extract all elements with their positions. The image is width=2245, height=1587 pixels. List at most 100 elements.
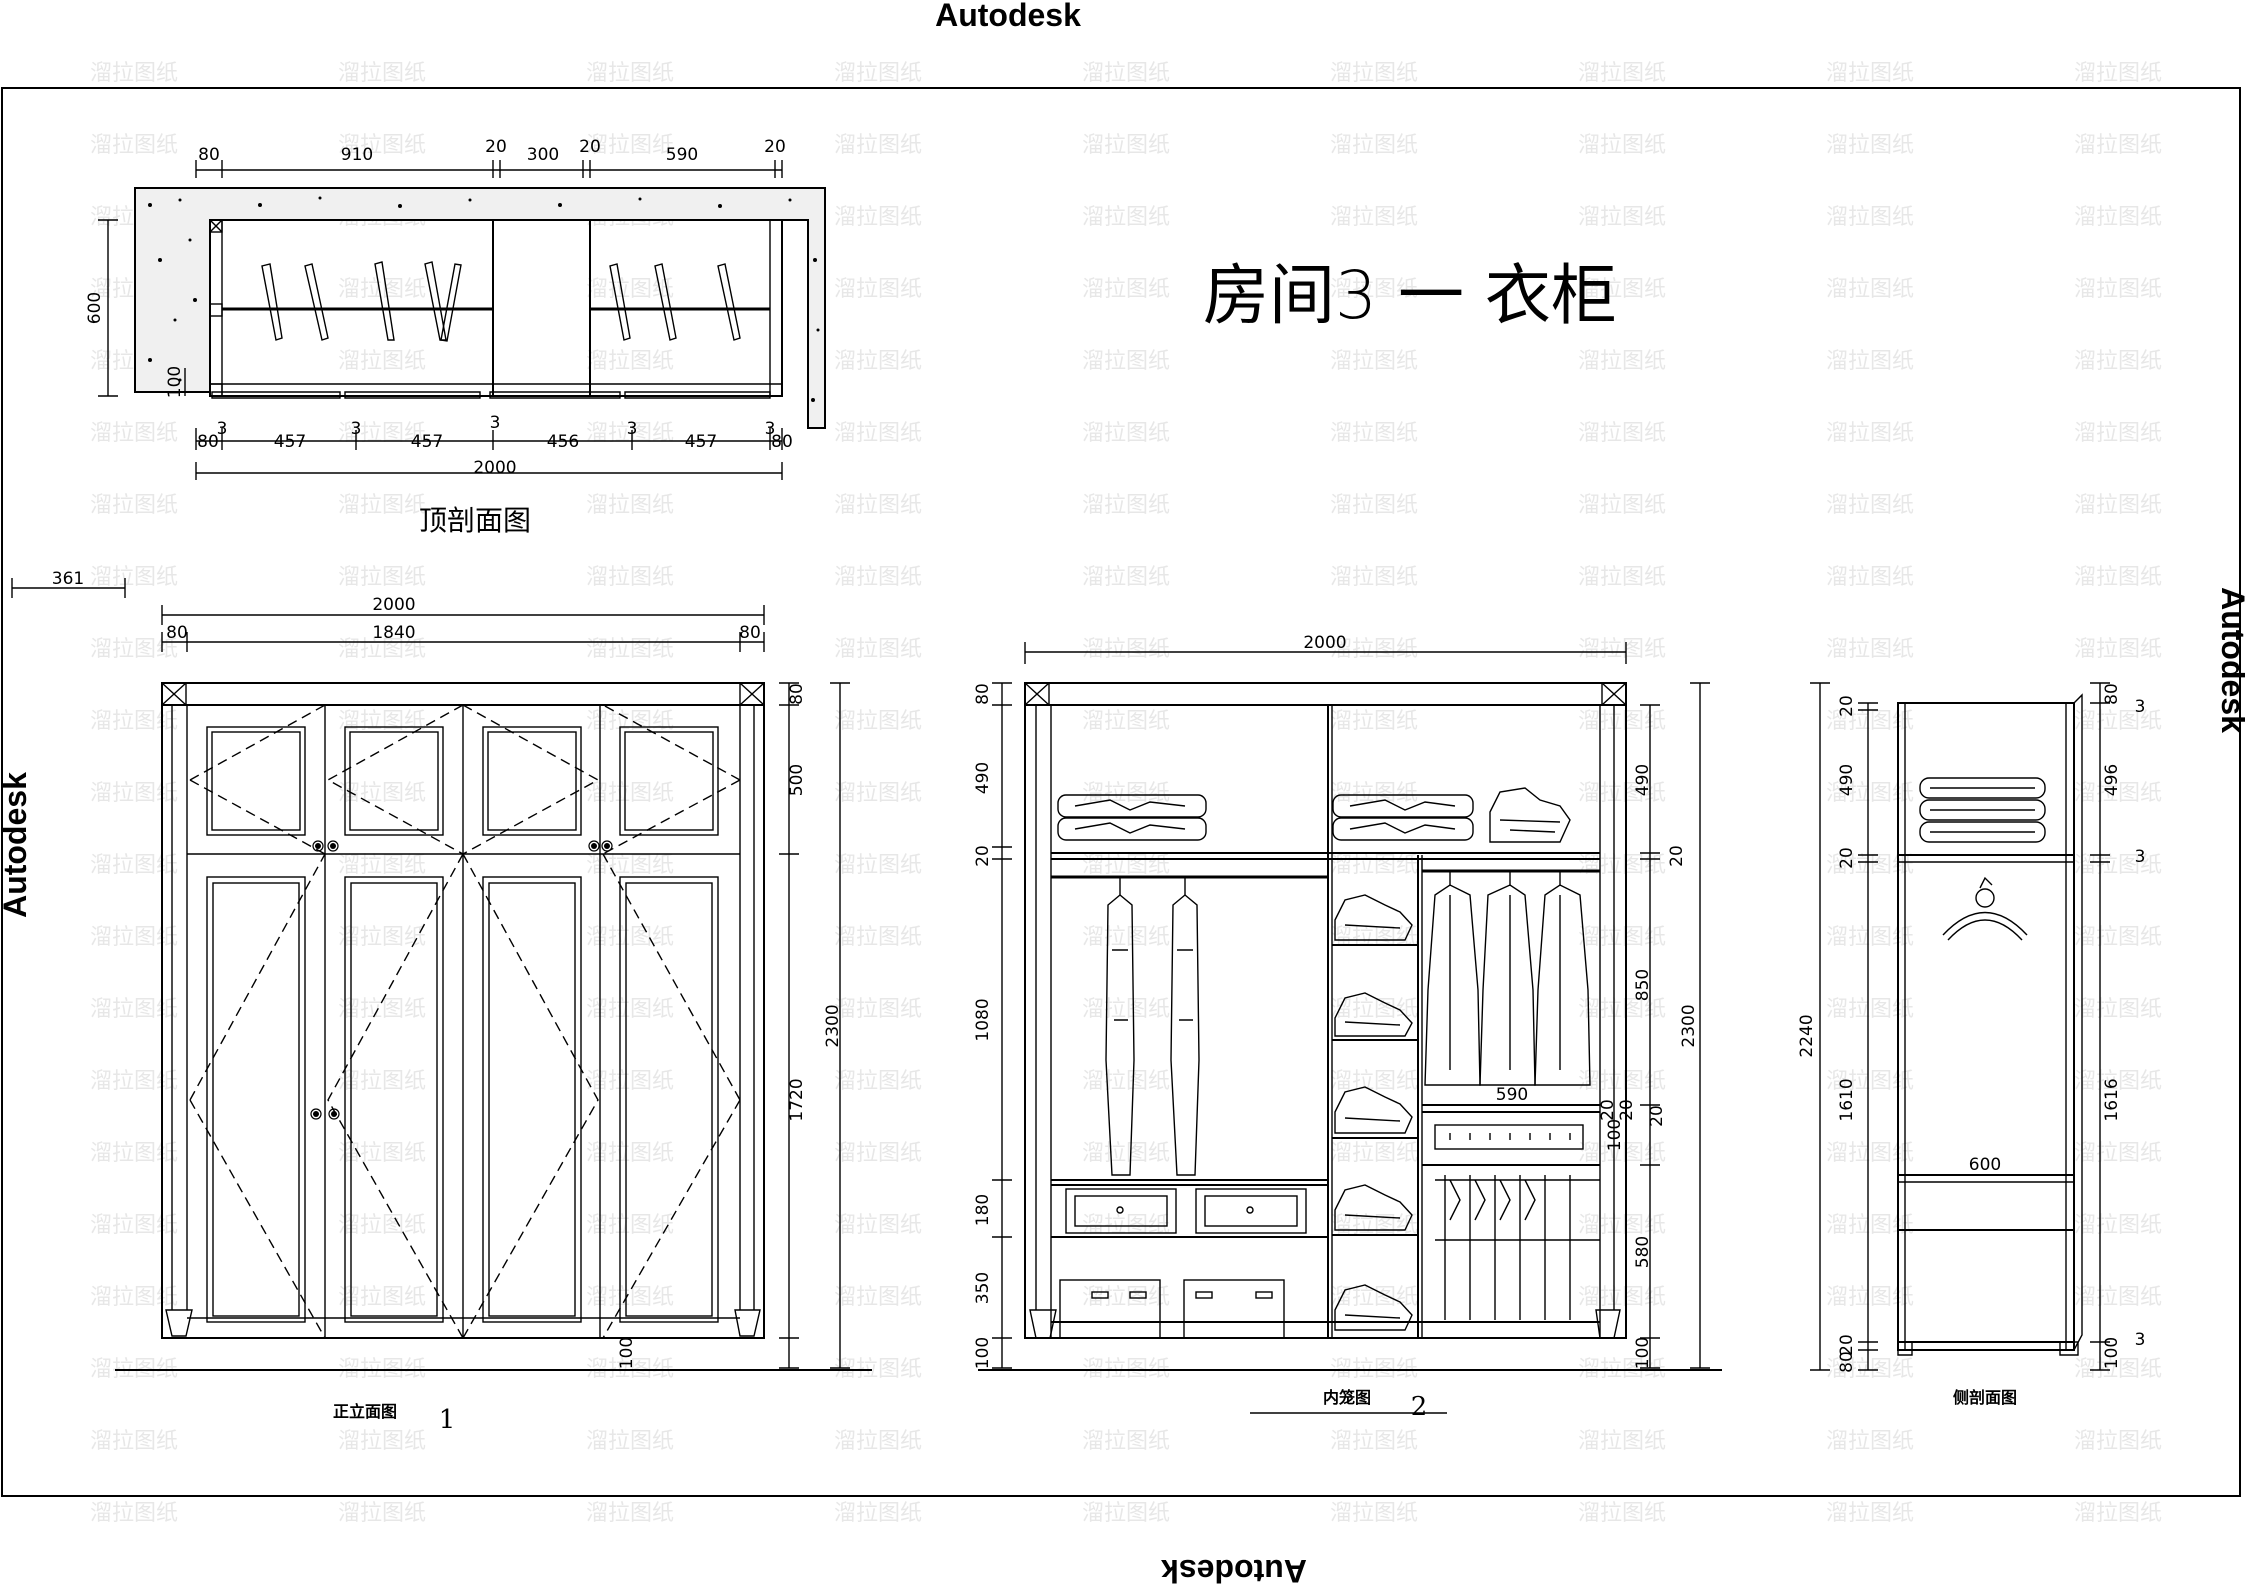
watermark-text: 溜拉图纸 (586, 565, 674, 590)
watermark-text: 溜拉图纸 (1578, 997, 1666, 1022)
plan-gap-3: 3 (627, 419, 638, 439)
interior-width: 2000 (1303, 633, 1346, 653)
front-caption: 正立面图 (333, 1402, 397, 1421)
watermark-text: 溜拉图纸 (2074, 1141, 2162, 1166)
watermark-text: 溜拉图纸 (338, 349, 426, 374)
watermark-text: 溜拉图纸 (2074, 853, 2162, 878)
side-caption: 侧剖面图 (1953, 1388, 2017, 1407)
watermark-text: 溜拉图纸 (338, 493, 426, 518)
watermark-text: 溜拉图纸 (1578, 421, 1666, 446)
watermark-text: 溜拉图纸 (1330, 421, 1418, 446)
plan-dim-top-2: 20 (485, 137, 507, 157)
watermark-text: 溜拉图纸 (1330, 349, 1418, 374)
interior-right-1: 20 (1667, 845, 1687, 867)
watermark-text: 溜拉图纸 (338, 61, 426, 86)
watermark-text: 溜拉图纸 (1578, 1429, 1666, 1454)
watermark-text: 溜拉图纸 (586, 1069, 674, 1094)
watermark-text: 溜拉图纸 (1330, 1501, 1418, 1526)
watermark-text: 溜拉图纸 (1330, 133, 1418, 158)
watermark-text: 溜拉图纸 (1578, 277, 1666, 302)
watermark-text: 溜拉图纸 (338, 277, 426, 302)
watermark-text: 溜拉图纸 (90, 781, 178, 806)
watermark-text: 溜拉图纸 (90, 1501, 178, 1526)
watermark-text: 溜拉图纸 (1826, 1141, 1914, 1166)
plan-gap-4: 3 (765, 419, 776, 439)
plan-dim-bottom-1: 457 (274, 432, 306, 452)
interior-rod-width: 590 (1496, 1085, 1528, 1105)
watermark-text: 溜拉图纸 (1578, 781, 1666, 806)
watermark-text: 溜拉图纸 (1082, 277, 1170, 302)
watermark-text: 溜拉图纸 (1826, 1069, 1914, 1094)
watermark-text: 溜拉图纸 (1330, 61, 1418, 86)
watermark-text: 溜拉图纸 (338, 1429, 426, 1454)
watermark-text: 溜拉图纸 (2074, 637, 2162, 662)
plan-dim-bottom-0: 80 (197, 432, 219, 452)
watermark-text: 溜拉图纸 (834, 1141, 922, 1166)
interior-elevation: 2000 (973, 633, 1722, 1422)
watermark-text: 溜拉图纸 (834, 133, 922, 158)
watermark-text: 溜拉图纸 (1082, 1501, 1170, 1526)
watermark-text: 溜拉图纸 (338, 1069, 426, 1094)
front-width-inner: 1840 (372, 623, 415, 643)
watermark-text: 溜拉图纸 (1826, 709, 1914, 734)
watermark-text: 溜拉图纸 (1578, 637, 1666, 662)
side-right-5: 100 (2102, 1337, 2122, 1369)
watermark-text: 溜拉图纸 (1330, 1141, 1418, 1166)
watermark-text: 溜拉图纸 (834, 1285, 922, 1310)
watermark-text: 溜拉图纸 (90, 61, 178, 86)
watermark-text: 溜拉图纸 (1826, 565, 1914, 590)
watermark-text: 溜拉图纸 (1330, 277, 1418, 302)
watermark-text: 溜拉图纸 (586, 61, 674, 86)
watermark-text: 溜拉图纸 (1826, 1501, 1914, 1526)
side-right-6: 3 (2135, 1330, 2146, 1350)
watermark-text: 溜拉图纸 (834, 277, 922, 302)
watermark-text: 溜拉图纸 (1826, 925, 1914, 950)
watermark-text: 溜拉图纸 (2074, 1069, 2162, 1094)
watermark-text: 溜拉图纸 (1082, 853, 1170, 878)
watermark-text: 溜拉图纸 (1578, 1141, 1666, 1166)
interior-right-4: 580 (1633, 1236, 1653, 1268)
watermark-text: 溜拉图纸 (2074, 565, 2162, 590)
watermark-text: 溜拉图纸 (586, 349, 674, 374)
watermark-text: 溜拉图纸 (586, 637, 674, 662)
watermark-text: 溜拉图纸 (1330, 565, 1418, 590)
front-elevation: 2000 80 1840 80 (115, 595, 872, 1435)
watermark-text: 溜拉图纸 (1082, 205, 1170, 230)
watermark-text: 溜拉图纸 (586, 493, 674, 518)
front-side-left: 80 (166, 623, 188, 643)
watermark-text: 溜拉图纸 (834, 61, 922, 86)
interior-extra-1: 20 (1617, 1099, 1637, 1121)
side-right-4: 1616 (2102, 1078, 2122, 1121)
watermark-text: 溜拉图纸 (834, 853, 922, 878)
watermark-text: 溜拉图纸 (90, 1285, 178, 1310)
watermark-text: 溜拉图纸 (338, 709, 426, 734)
watermark-text: 溜拉图纸 (2074, 1357, 2162, 1382)
interior-extra-0: 20 (1598, 1099, 1618, 1121)
watermark-text: 溜拉图纸 (586, 277, 674, 302)
wall-speckles (148, 196, 820, 402)
watermark-text: 溜拉图纸 (1826, 493, 1914, 518)
watermark-text: 溜拉图纸 (90, 565, 178, 590)
watermark-text: 溜拉图纸 (90, 1069, 178, 1094)
plan-caption: 顶剖面图 (419, 504, 531, 537)
watermark-text: 溜拉图纸 (2074, 277, 2162, 302)
watermark-text: 溜拉图纸 (90, 637, 178, 662)
scale-note: 361 (11, 569, 126, 598)
watermark-text: 溜拉图纸 (1826, 421, 1914, 446)
watermark-text: 溜拉图纸 (1330, 1429, 1418, 1454)
watermark-text: 溜拉图纸 (1578, 1213, 1666, 1238)
watermark-text: 溜拉图纸 (586, 1213, 674, 1238)
watermark-text: 溜拉图纸 (834, 997, 922, 1022)
watermark-text: 溜拉图纸 (1826, 61, 1914, 86)
plan-gap-2: 3 (490, 413, 501, 433)
watermark-text: 溜拉图纸 (90, 493, 178, 518)
watermark-text: 溜拉图纸 (834, 637, 922, 662)
brand-label-top: Autodesk (935, 0, 1081, 33)
watermark-text: 溜拉图纸 (1082, 637, 1170, 662)
watermark-text: 溜拉图纸 (338, 1141, 426, 1166)
side-left-5: 80 (1837, 1351, 1857, 1373)
watermark-text: 溜拉图纸 (2074, 1429, 2162, 1454)
wall-hatch (134, 187, 826, 429)
side-left-4: 20 (1837, 1334, 1857, 1356)
watermark-text: 溜拉图纸 (586, 1429, 674, 1454)
